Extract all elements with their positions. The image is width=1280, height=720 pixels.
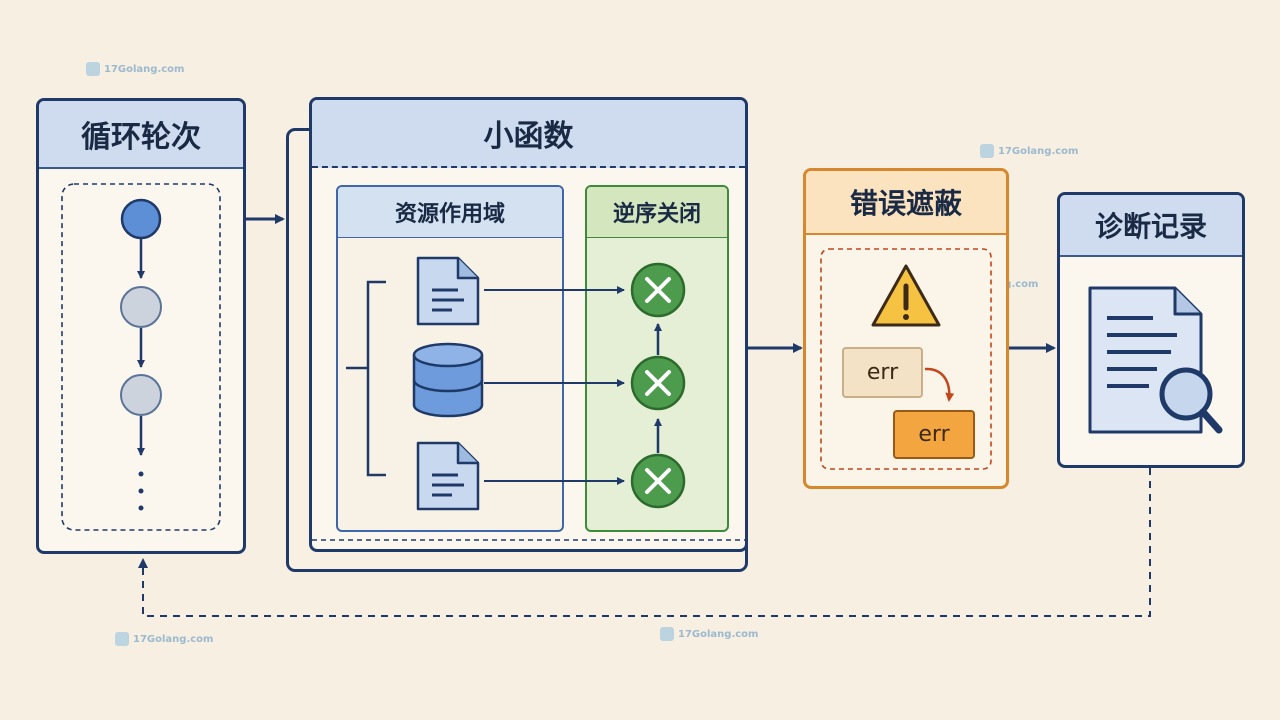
document-search-icon: [1088, 286, 1223, 434]
feedback-dashed-line: [138, 468, 1151, 617]
loop-node: [120, 286, 162, 328]
loop-panel-title: 循环轮次: [39, 101, 243, 169]
loop-node: [120, 374, 162, 416]
diagnosis-title: 诊断记录: [1060, 195, 1242, 257]
watermark: 17Golang.com: [660, 627, 758, 641]
close-x-icon: [630, 262, 686, 318]
resource-scope-title: 资源作用域: [338, 187, 562, 238]
func-panel-title: 小函数: [312, 100, 745, 168]
watermark: 17Golang.com: [980, 144, 1078, 158]
err-replaced-badge: err: [893, 410, 975, 459]
resource-close-graphics: [346, 256, 686, 511]
err-replace-arrow: [924, 367, 955, 402]
warning-icon: [871, 264, 941, 327]
database-icon: [412, 342, 484, 418]
error-mask-title: 错误遮蔽: [806, 171, 1006, 235]
loop-node-active: [120, 198, 162, 240]
err-original-badge: err: [842, 347, 923, 398]
loop-sequence: [61, 183, 221, 531]
close-x-icon: [630, 355, 686, 411]
error-mask-graphics: [820, 248, 992, 470]
reverse-close-title: 逆序关闭: [587, 187, 727, 238]
watermark: 17Golang.com: [115, 632, 213, 646]
file-icon: [416, 441, 480, 511]
func-panel-inner-dashes: [312, 539, 745, 541]
watermark: 17Golang.com: [86, 62, 184, 76]
file-icon: [416, 256, 480, 326]
close-x-icon: [630, 453, 686, 509]
